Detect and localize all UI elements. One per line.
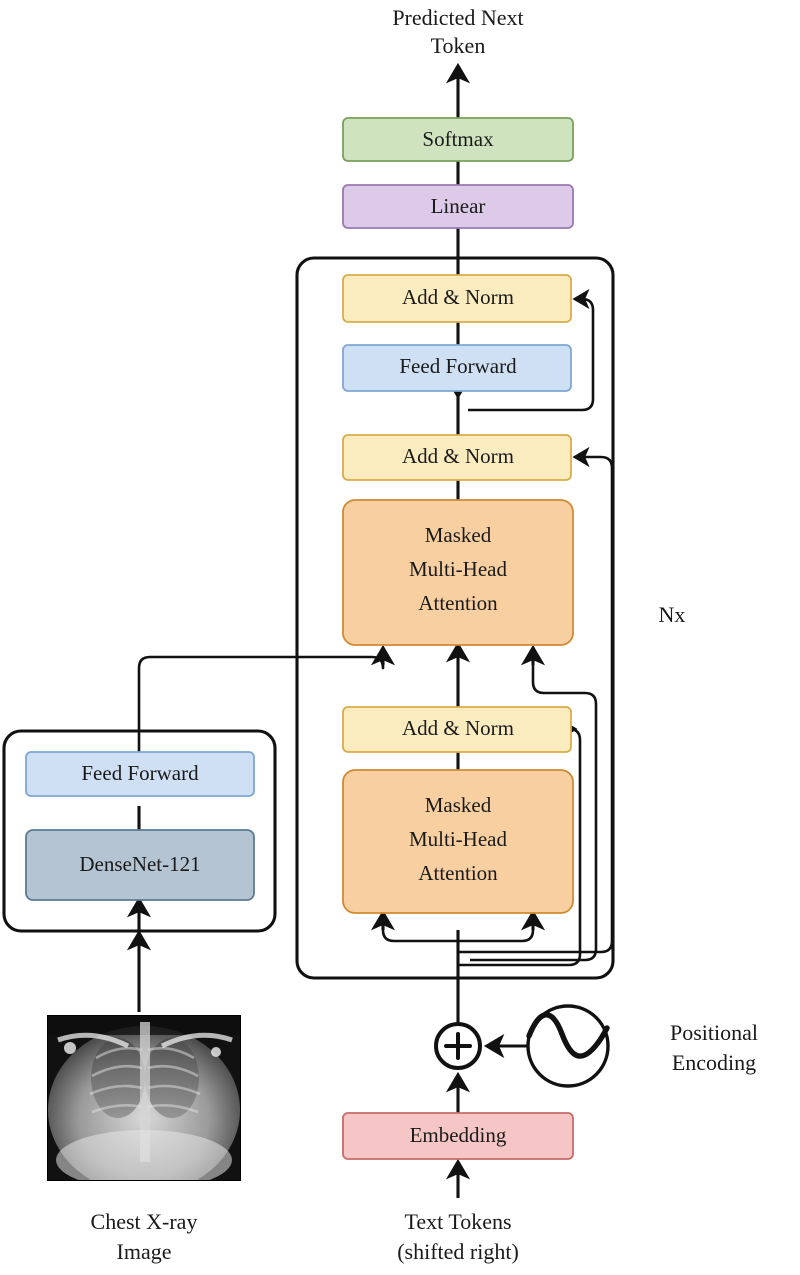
output-label-line2: Token	[431, 33, 486, 58]
image-caption-line2: Image	[117, 1239, 172, 1264]
repeat-label: Nx	[659, 602, 686, 627]
cross-attention-label-1: Masked	[425, 523, 492, 547]
add-norm-mid-label: Add & Norm	[402, 444, 514, 468]
densenet-label: DenseNet-121	[79, 852, 200, 876]
linear-block	[342, 184, 574, 229]
cross-attention-label-2: Multi-Head	[409, 557, 507, 581]
feed-forward-encoder-block	[25, 751, 255, 797]
add-norm-top-block	[342, 274, 572, 323]
feed-forward-decoder-block	[342, 344, 572, 392]
add-norm-mid-block	[342, 434, 572, 481]
output-label-line1: Predicted Next	[392, 5, 523, 30]
chest-xray-image	[47, 1015, 241, 1181]
embedding-block	[342, 1112, 574, 1160]
self-attention-label-3: Attention	[418, 861, 498, 885]
positional-encoding-icon	[526, 1004, 610, 1088]
positional-encoding-label-1: Positional	[670, 1020, 758, 1045]
text-tokens-label-line2: (shifted right)	[397, 1239, 519, 1264]
feed-forward-decoder-label: Feed Forward	[399, 354, 517, 378]
softmax-label: Softmax	[422, 127, 494, 151]
image-caption-line1: Chest X-ray	[91, 1209, 198, 1234]
positional-encoding-label-2: Encoding	[672, 1050, 756, 1075]
cross-attention-block	[342, 499, 574, 646]
add-norm-top-label: Add & Norm	[402, 285, 514, 309]
densenet-block	[25, 829, 255, 901]
text-tokens-label-line1: Text Tokens	[404, 1209, 511, 1234]
add-norm-bottom-block	[342, 706, 572, 753]
add-operator	[434, 1022, 482, 1070]
add-norm-bottom-label: Add & Norm	[402, 716, 514, 740]
self-attention-label-2: Multi-Head	[409, 827, 507, 851]
cross-attention-label-3: Attention	[418, 591, 498, 615]
embedding-label: Embedding	[410, 1123, 507, 1147]
self-attention-label-1: Masked	[425, 793, 492, 817]
feed-forward-encoder-label: Feed Forward	[81, 761, 199, 785]
softmax-block	[342, 117, 574, 162]
self-attention-block	[342, 769, 574, 914]
linear-label: Linear	[431, 194, 486, 218]
